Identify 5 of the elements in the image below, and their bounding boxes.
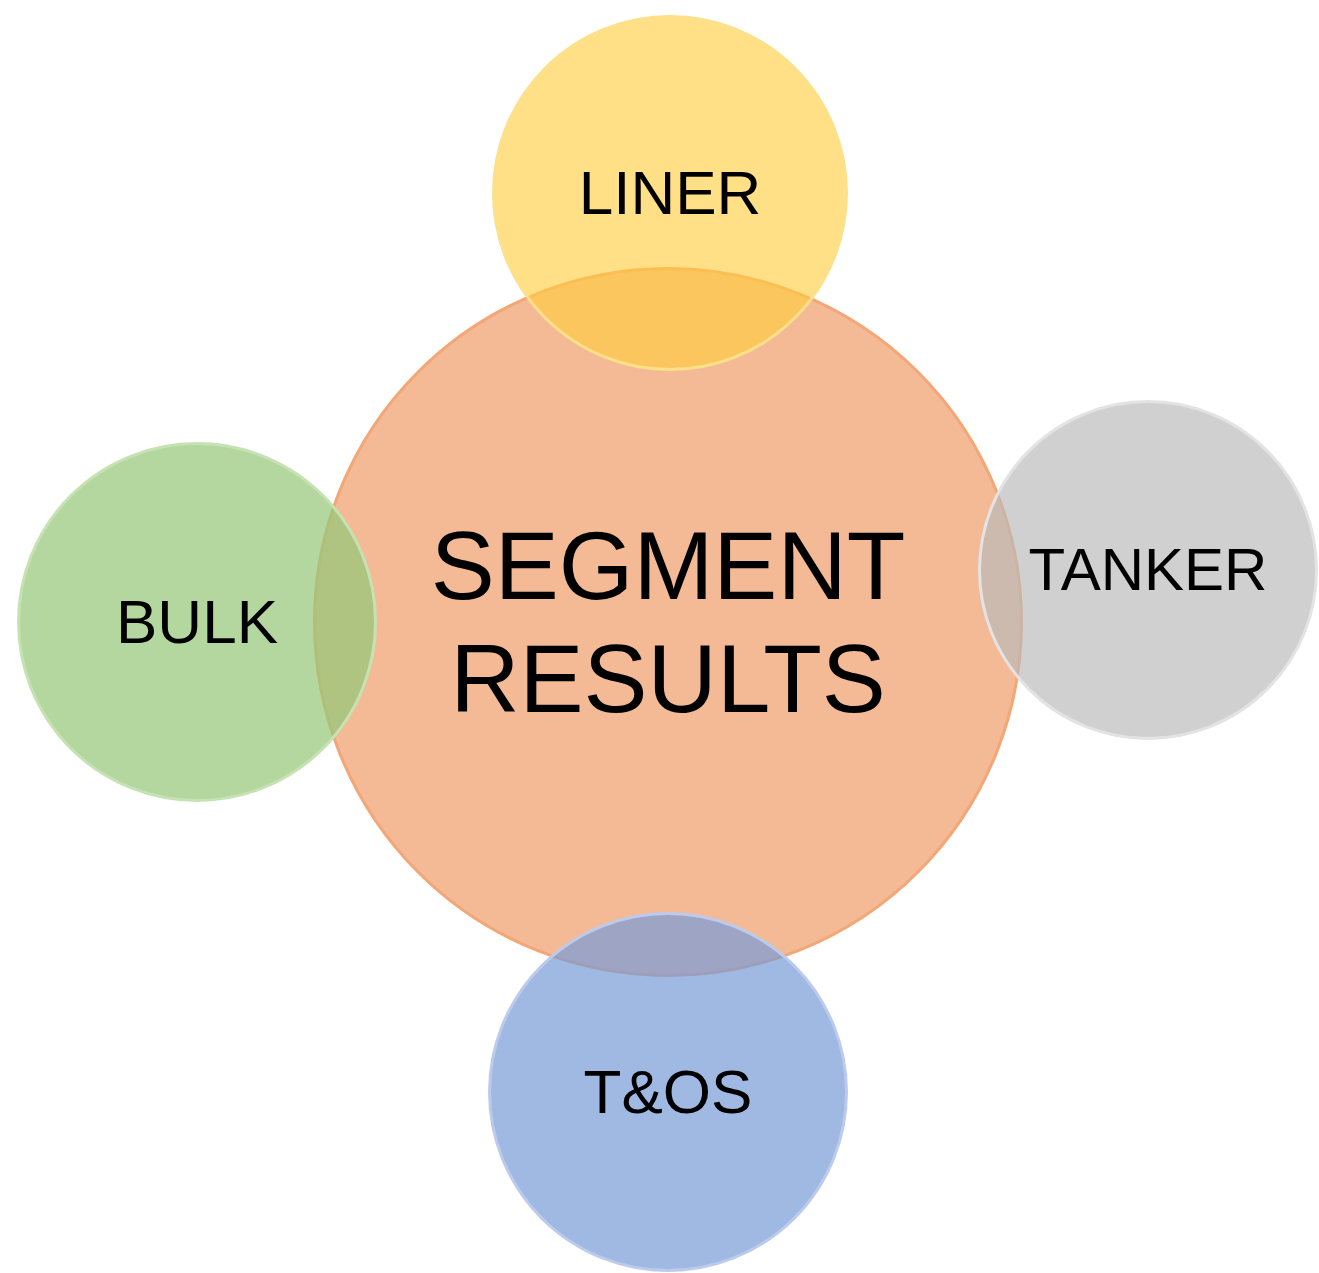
segment-label: BULK (116, 586, 278, 659)
center-title: SEGMENT RESULTS (429, 510, 907, 734)
segment-label: LINER (578, 157, 762, 230)
segment-label: T&OS (583, 1056, 753, 1129)
segment-label: TANKER (1028, 534, 1268, 605)
